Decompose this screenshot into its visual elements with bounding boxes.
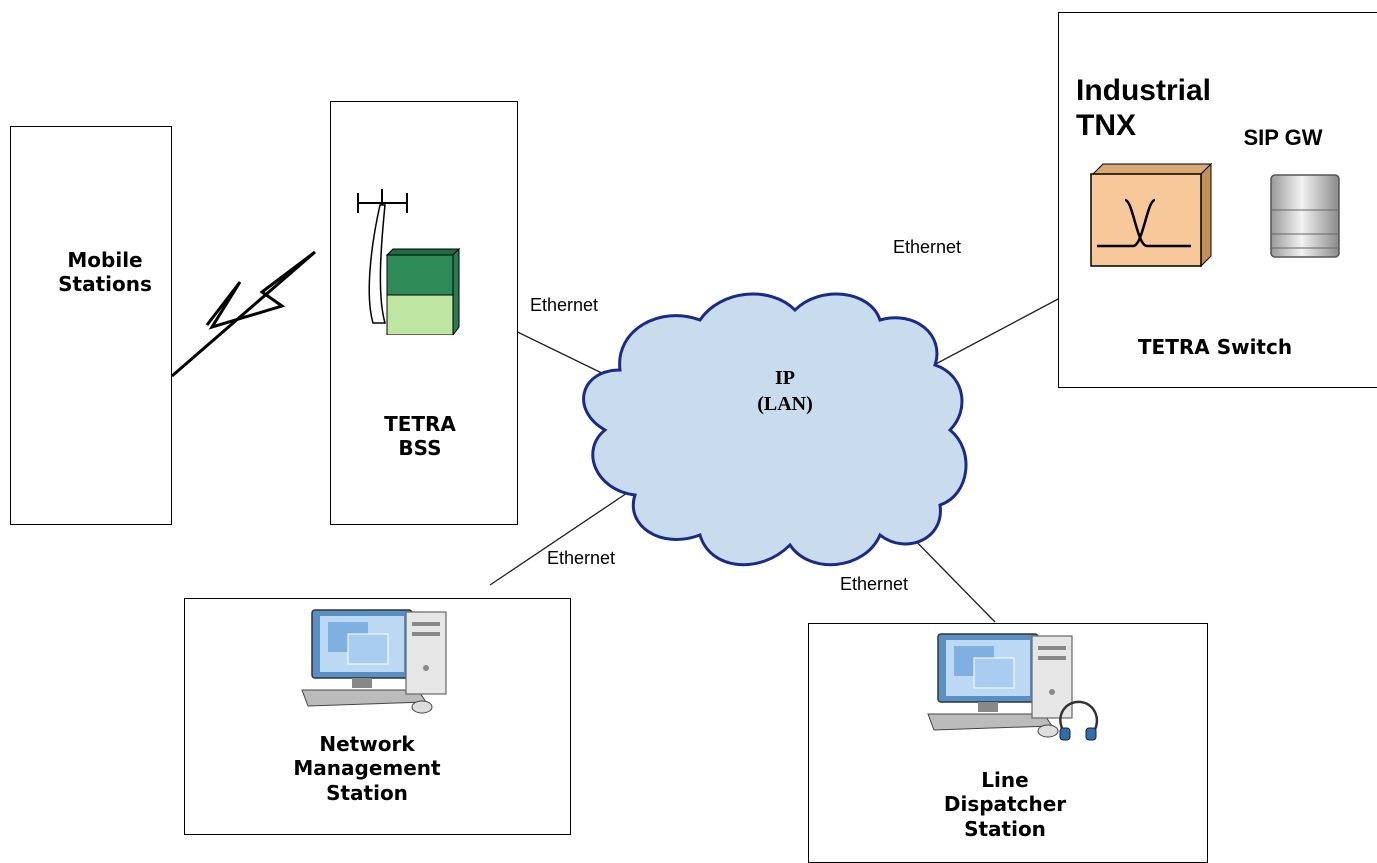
headset-icon — [1059, 700, 1099, 735]
bss-ethernet-label: Ethernet — [530, 295, 599, 315]
ip-lan-cloud — [582, 292, 968, 567]
tetra-bss-label: TETRA BSS — [370, 412, 470, 461]
bss-label-line2: BSS — [398, 436, 442, 461]
dispatcher-label-line2: Dispatcher — [943, 792, 1067, 817]
tnx-title-line2: TNX — [1076, 108, 1136, 142]
dispatcher-label: Line Dispatcher Station — [900, 768, 1110, 841]
dispatcher-label-line3: Station — [964, 816, 1046, 841]
sip-gw-label: SIP GW — [1243, 125, 1323, 150]
dispatcher-cloud-link — [904, 529, 996, 623]
radio-link-zigzag — [171, 250, 316, 378]
nms-label-line1: Network — [319, 732, 415, 756]
industrial-tnx-title: Industrial TNX — [1076, 74, 1246, 143]
switch-ethernet-label: Ethernet — [893, 237, 962, 257]
dispatcher-label-line1: Line — [981, 768, 1029, 792]
cloud-label-line2: (LAN) — [757, 393, 813, 415]
computer-workstation-icon — [301, 609, 447, 714]
mobile-label-line2: Stations — [58, 272, 152, 297]
mobile-label-line1: Mobile — [67, 248, 143, 272]
mobile-stations-box — [10, 126, 172, 525]
nms-ethernet-label: Ethernet — [547, 548, 616, 568]
nms-cloud-link — [489, 486, 637, 586]
tnx-title-line1: Industrial — [1076, 74, 1212, 107]
dispatcher-workstation-icon — [927, 633, 1099, 741]
tnx-switch-icon — [1090, 162, 1213, 268]
connection-lines — [171, 250, 1061, 623]
dispatcher-ethernet-label: Ethernet — [840, 574, 909, 594]
cloud-label-line1: IP — [775, 367, 795, 389]
nms-label-line2: Management — [293, 756, 441, 781]
mobile-stations-label: Mobile Stations — [30, 248, 180, 297]
switch-cloud-link — [914, 297, 1061, 376]
nms-label-line3: Station — [326, 780, 408, 805]
bss-label-line1: TETRA — [384, 412, 456, 436]
tetra-switch-label: TETRA Switch — [1137, 335, 1293, 359]
cloud-label: IP (LAN) — [740, 365, 830, 417]
nms-label: Network Management Station — [262, 732, 472, 805]
base-station-icon — [357, 189, 461, 335]
sip-gateway-server-icon — [1270, 174, 1340, 258]
